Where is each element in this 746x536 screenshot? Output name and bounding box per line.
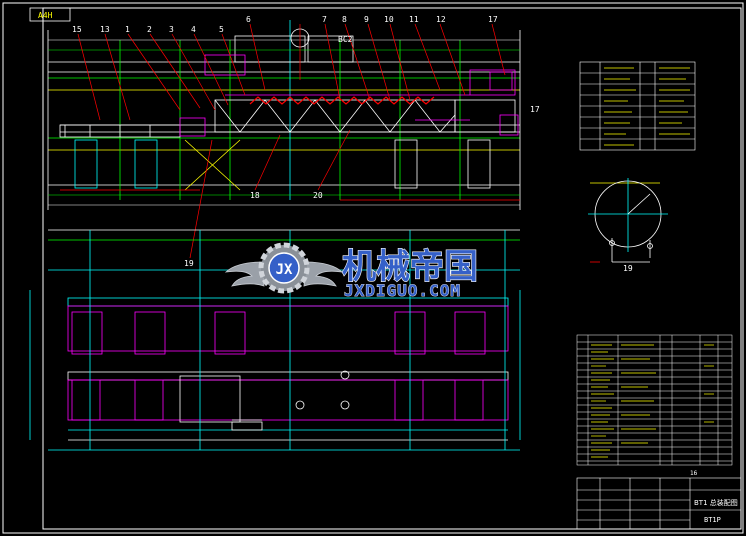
part-label: 8 xyxy=(342,15,347,24)
part-label: 2 xyxy=(147,25,152,34)
subview-label: 19 xyxy=(623,264,633,273)
drawing-name: BT1 总装配图 xyxy=(694,498,738,507)
inner-frame xyxy=(42,7,742,530)
part-labels: 15 13 1 2 3 4 5 6 7 8 9 10 11 12 17 17 1… xyxy=(72,15,540,268)
part-label: 11 xyxy=(409,15,419,24)
part-label: 1 xyxy=(125,25,130,34)
sheet-tag: A4H xyxy=(38,11,53,20)
part-label: 7 xyxy=(322,15,327,24)
plan-view xyxy=(29,229,521,451)
parts-list xyxy=(576,334,733,466)
logo-badge: JX xyxy=(276,262,293,278)
tech-table-strokes xyxy=(604,67,690,146)
sheet-number: 16 xyxy=(690,470,698,477)
section-label: BC2 xyxy=(338,35,353,44)
part-label: 15 xyxy=(72,25,82,34)
drawing-code: BT1P xyxy=(704,516,721,524)
part-label: 10 xyxy=(384,15,394,24)
circle-detail-view xyxy=(588,178,668,263)
title-block xyxy=(576,477,742,530)
left-wing-icon xyxy=(224,261,265,287)
watermark-subtitle: JXDIGUO.COM xyxy=(344,281,461,300)
watermark-title: 机械帝国 xyxy=(342,247,478,287)
watermark-logo: JX 机械帝国 JXDIGUO.COM xyxy=(224,242,479,300)
right-wing-icon xyxy=(303,261,344,287)
part-label: 3 xyxy=(169,25,174,34)
part-label: 9 xyxy=(364,15,369,24)
part-label: 6 xyxy=(246,15,251,24)
part-label: 17 xyxy=(530,105,540,114)
part-label: 19 xyxy=(184,259,194,268)
part-label: 4 xyxy=(191,25,196,34)
part-label: 18 xyxy=(250,191,260,200)
part-label: 12 xyxy=(436,15,446,24)
part-label: 20 xyxy=(313,191,323,200)
leader-lines xyxy=(77,23,506,259)
tech-table xyxy=(579,61,696,151)
part-label: 5 xyxy=(219,25,224,34)
part-label: 17 xyxy=(488,15,498,24)
sheet-tag-box xyxy=(29,7,71,22)
part-label: 13 xyxy=(100,25,110,34)
parts-list-strokes xyxy=(591,344,714,458)
elevation-view xyxy=(47,20,521,210)
